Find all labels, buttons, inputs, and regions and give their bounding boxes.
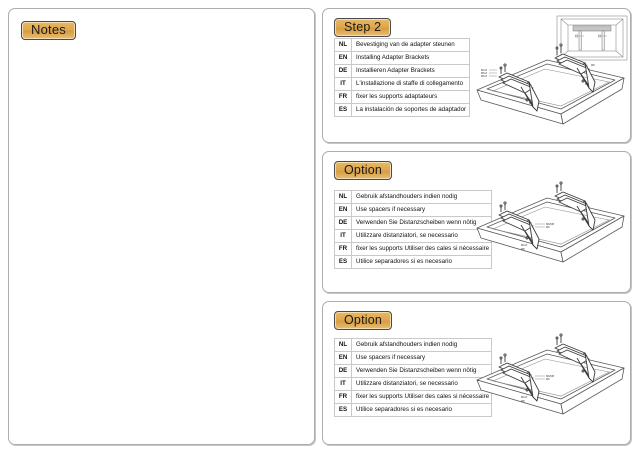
lang-text: Use spacers if necessary — [351, 351, 492, 365]
spacer-bracket-right — [554, 333, 596, 383]
panel-option-1: Option NL Gebruik afstandhouders indien … — [322, 151, 631, 293]
lang-text: Utilice separadores si es necesario — [351, 255, 492, 269]
lang-code: ES — [334, 103, 352, 117]
illustration-tv-back-with-spacers: M6/M8 M6 M6-8 M8 — [476, 181, 625, 263]
svg-text:M6: M6 — [546, 377, 550, 381]
language-table-step2: NL Bevestiging van de adapter steunen EN… — [334, 38, 470, 117]
lang-text: Utilizzare distanziatori, se necessario — [351, 377, 492, 391]
lang-code: IT — [334, 77, 352, 91]
inset-tv-rear-view — [556, 15, 628, 61]
lang-code: EN — [334, 203, 352, 217]
lang-text: Gebruik afstandhouders indien nodig — [351, 338, 492, 352]
lang-code: DE — [334, 364, 352, 378]
svg-text:M4-8: M4-8 — [481, 68, 487, 72]
lang-code: NL — [334, 38, 352, 52]
table-row: EN Installing Adapter Brackets — [334, 51, 470, 65]
svg-text:M6-8: M6-8 — [481, 74, 487, 78]
notes-tag-label: Notes — [21, 21, 76, 40]
lang-code: NL — [334, 190, 352, 204]
lang-text: fixer les supports Utiliser des cales si… — [351, 390, 492, 404]
lang-text: Installieren Adapter Brackets — [351, 64, 470, 78]
table-row: ES La instalación de soportes de adaptad… — [334, 103, 470, 117]
tv-panel-perspective — [476, 349, 625, 415]
illustration-tv-back-with-adapter-brackets: M4-8 M5-8 M6-8 M6 M6 M8 — [476, 15, 628, 125]
table-row: NL Gebruik afstandhouders indien nodig — [334, 190, 492, 204]
svg-text:M8: M8 — [521, 399, 525, 403]
table-row: ES Utilice separadores si es necesario — [334, 403, 492, 417]
lang-text: fixer les supports adaptateurs — [351, 90, 470, 104]
lang-text: Verwenden Sie Distanzscheiben wenn nötig — [351, 364, 492, 378]
table-row: FR fixer les supports Utiliser des cales… — [334, 390, 492, 404]
adapter-bracket-left: M4-8 M5-8 M6-8 M6 — [481, 63, 540, 112]
table-row: FR fixer les supports Utiliser des cales… — [334, 242, 492, 256]
table-row: DE Verwenden Sie Distanzscheiben wenn nö… — [334, 364, 492, 378]
table-row: ES Utilice separadores si es necesario — [334, 255, 492, 269]
svg-text:M6-8: M6-8 — [521, 395, 527, 399]
lang-code: FR — [334, 390, 352, 404]
table-row: IT Utilizzare distanziatori, se necessar… — [334, 377, 492, 391]
svg-text:M6/M8: M6/M8 — [546, 222, 554, 226]
svg-text:M6-8: M6-8 — [521, 243, 527, 247]
notes-writing-area[interactable] — [19, 43, 304, 434]
svg-text:M6: M6 — [585, 82, 589, 86]
notes-panel: Notes — [8, 8, 315, 445]
svg-text:M6: M6 — [529, 101, 533, 105]
lang-code: FR — [334, 90, 352, 104]
table-row: DE Installieren Adapter Brackets — [334, 64, 470, 78]
lang-code: ES — [334, 255, 352, 269]
lang-text: fixer les supports Utiliser des cales si… — [351, 242, 492, 256]
spacer-bracket-right — [554, 181, 596, 231]
lang-code: FR — [334, 242, 352, 256]
panel-option-2: Option NL Gebruik afstandhouders indien … — [322, 301, 631, 445]
svg-text:M8: M8 — [591, 63, 595, 67]
svg-text:M6: M6 — [546, 225, 550, 229]
table-row: DE Verwenden Sie Distanzscheiben wenn nö… — [334, 216, 492, 230]
lang-text: Bevestiging van de adapter steunen — [351, 38, 470, 52]
language-table-option-2: NL Gebruik afstandhouders indien nodig E… — [334, 338, 492, 417]
lang-code: ES — [334, 403, 352, 417]
svg-text:M8: M8 — [521, 247, 525, 251]
table-row: EN Use spacers if necessary — [334, 203, 492, 217]
lang-code: DE — [334, 216, 352, 230]
lang-code: EN — [334, 51, 352, 65]
lang-text: Utilizzare distanziatori, se necessario — [351, 229, 492, 243]
lang-text: L'installazione di staffe di collegament… — [351, 77, 470, 91]
lang-text: La instalación de soportes de adaptador — [351, 103, 470, 117]
lang-code: NL — [334, 338, 352, 352]
step2-tag-label: Step 2 — [334, 18, 392, 37]
svg-text:M6/M8: M6/M8 — [546, 374, 554, 378]
lang-code: IT — [334, 377, 352, 391]
table-row: IT L'installazione di staffe di collegam… — [334, 77, 470, 91]
spacer-bracket-left: M6/M8 M6 M6-8 M8 — [498, 353, 554, 403]
lang-text: Use spacers if necessary — [351, 203, 492, 217]
lang-text: Installing Adapter Brackets — [351, 51, 470, 65]
lang-code: IT — [334, 229, 352, 243]
table-row: EN Use spacers if necessary — [334, 351, 492, 365]
lang-text: Verwenden Sie Distanzscheiben wenn nötig — [351, 216, 492, 230]
table-row: NL Bevestiging van de adapter steunen — [334, 38, 470, 52]
table-row: FR fixer les supports adaptateurs — [334, 90, 470, 104]
option-1-tag-label: Option — [334, 161, 393, 180]
tv-panel-perspective — [476, 197, 625, 263]
adapter-bracket-right: M6 M8 — [554, 43, 596, 93]
table-row: IT Utilizzare distanziatori, se necessar… — [334, 229, 492, 243]
language-table-option-1: NL Gebruik afstandhouders indien nodig E… — [334, 190, 492, 269]
illustration-tv-back-with-spacers: M6/M8 M6 M6-8 M8 — [476, 333, 625, 415]
option-2-tag-label: Option — [334, 311, 393, 330]
lang-text: Gebruik afstandhouders indien nodig — [351, 190, 492, 204]
svg-text:M5-8: M5-8 — [481, 71, 487, 75]
lang-text: Utilice separadores si es necesario — [351, 403, 492, 417]
spacer-bracket-left: M6/M8 M6 M6-8 M8 — [498, 201, 554, 251]
table-row: NL Gebruik afstandhouders indien nodig — [334, 338, 492, 352]
panel-step2: Step 2 NL Bevestiging van de adapter ste… — [322, 8, 631, 143]
lang-code: DE — [334, 64, 352, 78]
lang-code: EN — [334, 351, 352, 365]
tv-panel-perspective — [476, 59, 625, 125]
